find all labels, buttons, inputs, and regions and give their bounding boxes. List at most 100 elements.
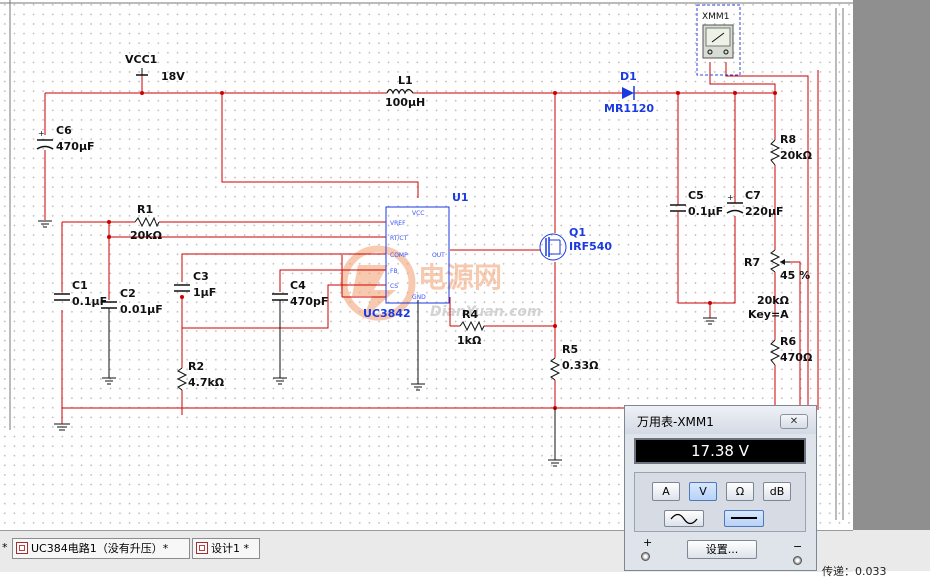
r7-value: 20kΩ (757, 294, 790, 307)
r7-key: Key=A (748, 308, 789, 321)
capacitor-c1[interactable]: C1 0.1µF (54, 279, 107, 308)
multimeter-xmm1-icon[interactable]: XMM1 (696, 4, 741, 76)
u1-pin-gnd: GND (412, 294, 426, 301)
resistor-r1[interactable]: R1 20kΩ (130, 203, 163, 242)
plus-terminal[interactable] (641, 552, 650, 561)
sine-wave-icon (670, 513, 698, 525)
u1-name: U1 (452, 191, 469, 204)
xmm-name: XMM1 (702, 12, 729, 22)
tab-label: UC384电路1（没有升压）* (31, 542, 169, 555)
status-text: 传递：0.033 (822, 565, 887, 578)
mosfet-q1[interactable]: Q1 IRF540 (539, 226, 612, 261)
capacitor-c4[interactable]: C4 470pF (272, 279, 328, 378)
ac-mode-button[interactable] (664, 510, 704, 527)
r2-name: R2 (188, 360, 204, 373)
settings-button[interactable]: 设置... (687, 540, 757, 559)
c4-name: C4 (290, 279, 306, 292)
plus-terminal-label: + (643, 536, 653, 549)
ground-symbols (38, 220, 717, 467)
c2-value: 0.01µF (120, 303, 163, 316)
capacitor-c3[interactable]: C3 1µF (174, 270, 216, 299)
u1-model: UC3842 (363, 307, 411, 320)
vcc-name: VCC1 (125, 53, 157, 66)
u1-pin-cs: CS (390, 283, 398, 290)
l1-value: 100µH (385, 96, 425, 109)
c7-name: C7 (745, 189, 761, 202)
ic-u1[interactable]: U1 UC3842 VREF RT/CT COMP FB CS OUT VCC … (363, 191, 469, 320)
c1-value: 0.1µF (72, 295, 107, 308)
tab-label: 设计1 * (211, 542, 249, 555)
r8-value: 20kΩ (780, 149, 813, 162)
u1-pin-out: OUT (432, 252, 445, 259)
vcc-source[interactable]: VCC1 18V (125, 53, 185, 83)
watermark: 电源网 DianYuan.com (340, 245, 542, 321)
r1-value: 20kΩ (130, 229, 163, 242)
capacitor-c7[interactable]: + C7 220µF (726, 189, 784, 218)
svg-text:+: + (727, 193, 734, 202)
r4-name: R4 (462, 308, 478, 321)
r7-name: R7 (744, 256, 760, 269)
r8-name: R8 (780, 133, 796, 146)
c3-value: 1µF (193, 286, 216, 299)
l1-name: L1 (398, 74, 413, 87)
u1-pin-comp: COMP (390, 252, 408, 259)
dialog-title: 万用表-XMM1 (637, 415, 714, 429)
r5-value: 0.33Ω (562, 359, 599, 372)
r5-name: R5 (562, 343, 578, 356)
watermark-url: DianYuan.com (430, 304, 542, 320)
resistor-r6[interactable]: R6 470Ω (769, 335, 813, 366)
u1-pin-vref: VREF (390, 220, 406, 227)
r6-value: 470Ω (780, 351, 813, 364)
svg-text:+: + (38, 129, 45, 138)
r4-value: 1kΩ (457, 334, 482, 347)
dc-line-icon (731, 517, 757, 519)
mode-voltmeter-button[interactable]: V (689, 482, 717, 501)
dc-mode-button[interactable] (724, 510, 764, 527)
minus-terminal-label: − (793, 540, 803, 553)
mode-panel: A V Ω dB (634, 472, 806, 532)
resistor-r4[interactable]: R4 1kΩ (457, 308, 485, 347)
schematic-file-icon (196, 542, 208, 554)
resistor-r8[interactable]: R8 20kΩ (769, 133, 813, 166)
capacitor-c6[interactable]: + C6 470µF (36, 124, 95, 153)
resistor-r5[interactable]: R5 0.33Ω (549, 343, 599, 381)
tab-uc384-circuit[interactable]: UC384电路1（没有升压）* (12, 538, 190, 559)
c4-value: 470pF (290, 295, 328, 308)
mode-db-button[interactable]: dB (763, 482, 791, 501)
schematic-file-icon (16, 542, 28, 554)
q1-model: IRF540 (569, 240, 612, 253)
c3-name: C3 (193, 270, 209, 283)
c1-name: C1 (72, 279, 88, 292)
tab-prefix: * (2, 541, 8, 554)
multimeter-dialog[interactable]: 万用表-XMM1 ✕ 17.38 V A V Ω dB + 设置... − (624, 405, 817, 571)
c5-value: 0.1µF (688, 205, 723, 218)
c6-value: 470µF (56, 140, 95, 153)
watermark-title: 电源网 (418, 261, 502, 294)
c5-name: C5 (688, 189, 704, 202)
status-area (853, 530, 930, 571)
mode-ammeter-button[interactable]: A (652, 482, 680, 501)
u1-pin-vcc: VCC (412, 210, 424, 217)
d1-model: MR1120 (604, 102, 654, 115)
tab-design1[interactable]: 设计1 * (192, 538, 260, 559)
potentiometer-r7[interactable]: R7 45 % 20kΩ Key=A (744, 249, 810, 321)
resistor-r2[interactable]: R2 4.7kΩ (176, 360, 225, 391)
r7-setting: 45 % (780, 269, 810, 282)
r1-name: R1 (137, 203, 153, 216)
dialog-titlebar[interactable]: 万用表-XMM1 ✕ (625, 406, 816, 434)
capacitor-c2[interactable]: C2 0.01µF (101, 287, 163, 378)
minus-terminal[interactable] (793, 556, 802, 565)
c7-value: 220µF (745, 205, 784, 218)
inductor-l1[interactable]: L1 100µH (385, 74, 425, 109)
schematic-canvas[interactable]: 电源网 DianYuan.com (0, 0, 853, 530)
vcc-value: 18V (161, 70, 185, 83)
r6-name: R6 (780, 335, 796, 348)
close-button[interactable]: ✕ (780, 414, 808, 429)
diode-d1[interactable]: D1 MR1120 (604, 70, 654, 115)
capacitor-c5[interactable]: C5 0.1µF (670, 189, 723, 218)
wires (44, 62, 819, 415)
circuit-schematic[interactable]: 电源网 DianYuan.com (0, 0, 853, 530)
mode-ohmmeter-button[interactable]: Ω (726, 482, 754, 501)
u1-pin-rtct: RT/CT (390, 235, 408, 242)
reading-display: 17.38 V (634, 438, 806, 464)
